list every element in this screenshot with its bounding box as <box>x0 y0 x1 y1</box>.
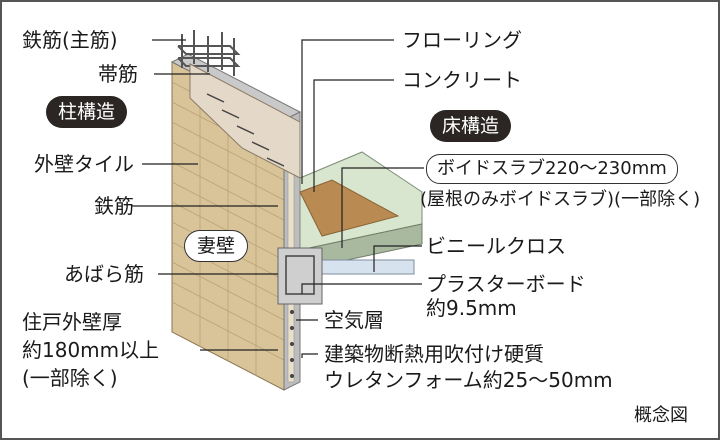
label-flooring: フローリング <box>402 28 522 52</box>
label-void-slab-note: (屋根のみボイドスラブ)(一部除く) <box>420 189 701 210</box>
label-rebar: 鉄筋 <box>94 194 134 218</box>
label-void-slab: ボイドスラブ220〜230mm <box>426 154 678 184</box>
lower-rebar <box>290 310 294 378</box>
label-wall-thickness-1: 住戸外壁厚 <box>22 310 122 334</box>
wall-rebar-hooks <box>206 93 285 167</box>
label-wall-thickness-3: (一部除く) <box>22 366 118 390</box>
label-concrete: コンクリート <box>402 68 522 92</box>
label-plasterboard-size: 約9.5mm <box>426 296 517 320</box>
ceiling-board <box>319 259 415 275</box>
label-concept: 概念図 <box>634 405 688 426</box>
label-vinyl-cloth: ビニールクロス <box>426 234 566 258</box>
label-hoop: 帯筋 <box>98 62 138 86</box>
label-exterior-tile: 外壁タイル <box>34 152 134 176</box>
badge-floor-structure: 床構造 <box>430 110 512 142</box>
badge-gable-wall: 妻壁 <box>184 230 249 262</box>
badge-column-structure: 柱構造 <box>46 96 128 128</box>
label-stirrup: あばら筋 <box>64 262 144 286</box>
label-insulation-2: ウレタンフォーム約25〜50mm <box>324 368 613 392</box>
interior-wall-panel <box>189 63 301 179</box>
label-plasterboard: プラスターボード <box>426 272 586 296</box>
flooring-surface <box>299 179 400 237</box>
label-wall-thickness-2: 約180mm以上 <box>22 338 160 362</box>
leader-lines <box>132 39 424 358</box>
label-rebar-main: 鉄筋(主筋) <box>22 28 118 52</box>
label-insulation-1: 建築物断熱用吹付け硬質 <box>324 342 544 366</box>
beam-rebar-cage <box>285 255 315 295</box>
label-air-layer: 空気層 <box>324 308 384 332</box>
